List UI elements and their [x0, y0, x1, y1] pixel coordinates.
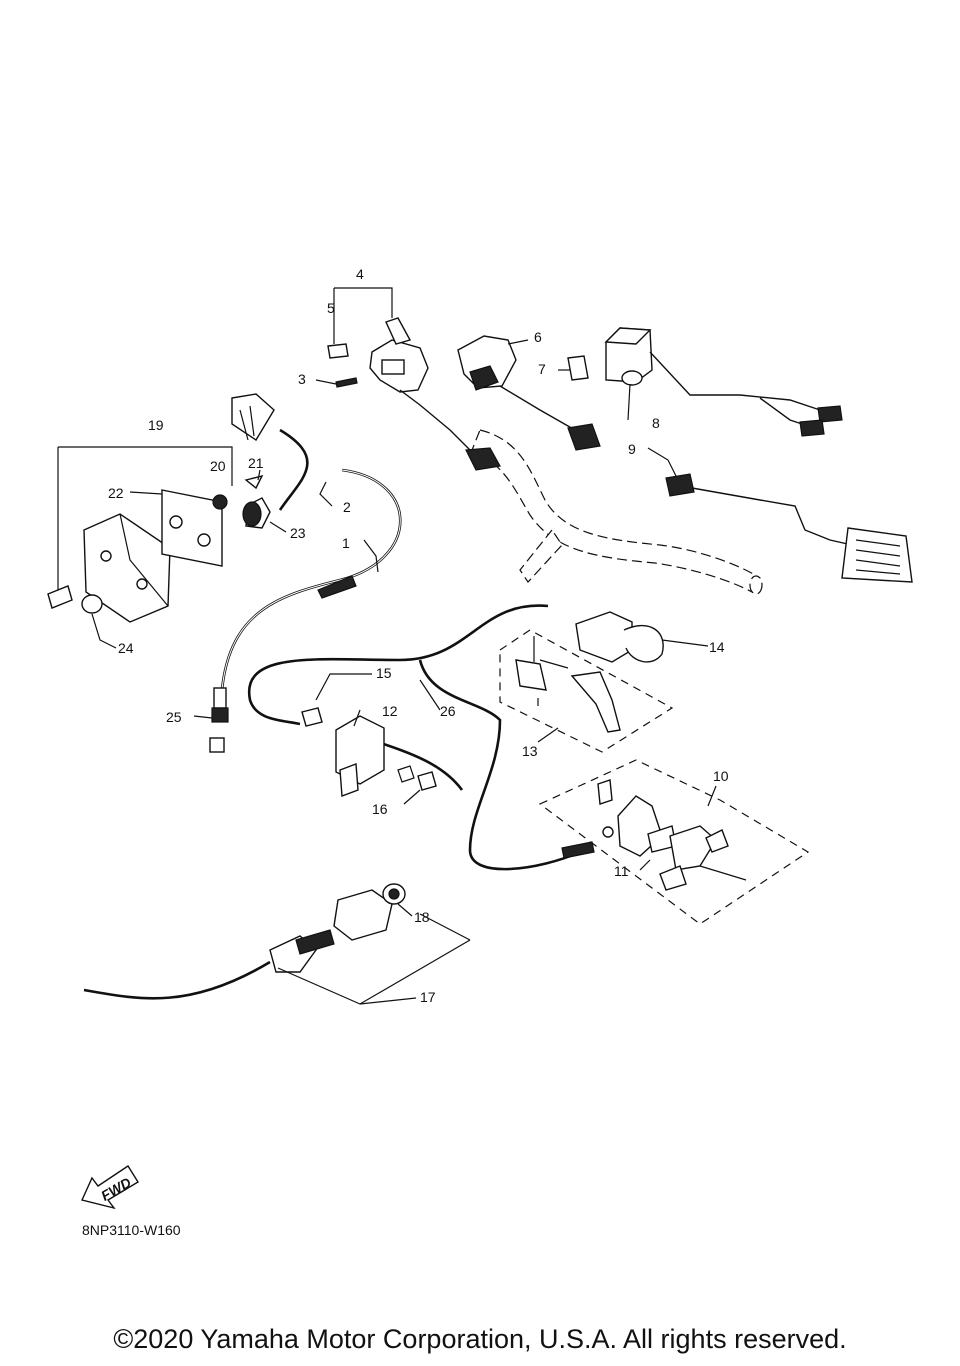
callout-11: 11	[614, 863, 629, 879]
callout-5: 5	[327, 300, 335, 316]
callout-26: 26	[440, 703, 456, 719]
handlebar	[471, 429, 763, 595]
diagram-code: 8NP3110-W160	[82, 1222, 181, 1238]
lever-assembly	[499, 611, 674, 753]
callout-17: 17	[420, 989, 436, 1005]
callout-1: 1	[342, 535, 350, 551]
rear-cable-assembly	[269, 883, 406, 973]
callout-7: 7	[538, 361, 546, 377]
cables	[83, 428, 595, 1000]
callout-14: 14	[709, 639, 725, 655]
fwd-arrow: FWD	[81, 1165, 139, 1210]
callout-6: 6	[534, 329, 542, 345]
cable-adjuster	[209, 687, 229, 753]
copyright-notice: ©2020 Yamaha Motor Corporation, U.S.A. A…	[113, 1324, 847, 1354]
callout-8: 8	[652, 415, 660, 431]
callout-22: 22	[108, 485, 124, 501]
callout-3: 3	[298, 371, 306, 387]
leader-lines	[57, 287, 717, 1005]
bracket-assembly	[47, 393, 275, 623]
callout-20: 20	[210, 458, 226, 474]
callout-2: 2	[343, 499, 351, 515]
switch-housing	[457, 335, 601, 451]
callout-24: 24	[118, 640, 134, 656]
switch-box	[567, 327, 843, 437]
caliper-assembly	[538, 759, 810, 925]
callout-9: 9	[628, 441, 636, 457]
heater-element	[665, 473, 913, 583]
callout-12: 12	[382, 703, 398, 719]
brake-switch	[301, 707, 437, 797]
callout-labels: 1 2 3 4 5 6 7 8 9 10 11 12 13 14 15 16 1…	[108, 266, 729, 1005]
callout-19: 19	[148, 417, 164, 433]
callout-4: 4	[356, 266, 364, 282]
callout-16: 16	[372, 801, 388, 817]
callout-15: 15	[376, 665, 392, 681]
callout-10: 10	[713, 768, 729, 784]
callout-21: 21	[248, 455, 264, 471]
callout-23: 23	[290, 525, 306, 541]
callout-13: 13	[522, 743, 538, 759]
callout-18: 18	[414, 909, 430, 925]
handlebar-switch-assembly	[327, 317, 501, 471]
callout-25: 25	[166, 709, 182, 725]
